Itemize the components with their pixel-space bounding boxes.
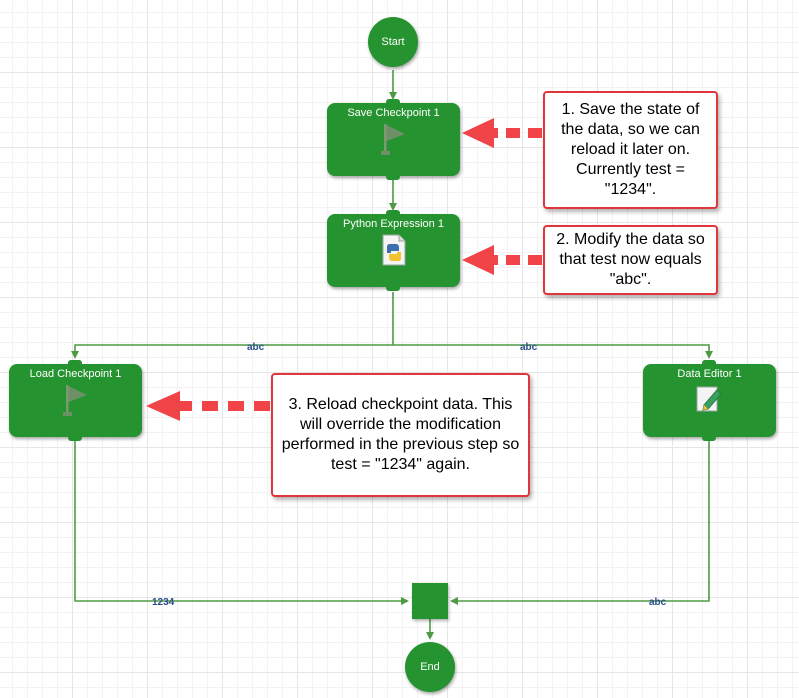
edge-python-split — [71, 292, 394, 359]
output-port[interactable] — [68, 433, 82, 441]
callout-arrow-3 — [146, 391, 270, 421]
callout-step-1-text: 1. Save the state of the data, so we can… — [561, 101, 700, 198]
edge-label-from-editor: abc — [649, 597, 667, 608]
python-expression-node[interactable]: Python Expression 1 — [327, 210, 460, 291]
edge-label-to-load: abc — [247, 342, 265, 353]
load-checkpoint-title: Load Checkpoint 1 — [29, 368, 122, 380]
save-checkpoint-title: Save Checkpoint 1 — [347, 107, 440, 119]
callout-arrow-1 — [462, 118, 542, 148]
edge-label-from-load: 1234 — [152, 597, 175, 608]
callout-step-2: 2. Modify the data so that test now equa… — [543, 225, 718, 295]
data-editor-title: Data Editor 1 — [677, 368, 742, 380]
output-port[interactable] — [386, 172, 400, 180]
input-port[interactable] — [386, 99, 400, 107]
python-expression-title: Python Expression 1 — [343, 218, 444, 230]
callout-step-3-text: 3. Reload checkpoint data. This will ove… — [281, 396, 520, 473]
input-port[interactable] — [68, 360, 82, 368]
pencil-edit-icon — [696, 386, 722, 412]
input-port[interactable] — [386, 210, 400, 218]
end-label: End — [420, 661, 440, 673]
start-label: Start — [381, 36, 405, 48]
callout-step-3: 3. Reload checkpoint data. This will ove… — [271, 373, 530, 497]
edge-load-to-join — [74, 440, 409, 605]
output-port[interactable] — [702, 433, 716, 441]
start-node[interactable]: Start — [368, 17, 418, 67]
output-port[interactable] — [386, 283, 400, 291]
edge-editor-to-join — [450, 440, 710, 605]
python-script-icon — [382, 234, 406, 266]
edge-python-to-editor — [393, 344, 713, 359]
load-checkpoint-node[interactable]: Load Checkpoint 1 — [9, 360, 142, 441]
flag-icon — [63, 385, 87, 416]
end-node[interactable]: End — [405, 642, 455, 692]
data-editor-node[interactable]: Data Editor 1 — [643, 360, 776, 441]
join-node[interactable] — [412, 583, 448, 619]
callout-step-2-text: 2. Modify the data so that test now equa… — [556, 231, 705, 288]
callout-step-1: 1. Save the state of the data, so we can… — [543, 91, 718, 209]
edge-label-to-editor: abc — [520, 342, 538, 353]
callout-arrow-2 — [462, 245, 542, 275]
input-port[interactable] — [702, 360, 716, 368]
flag-icon — [381, 124, 405, 155]
save-checkpoint-node[interactable]: Save Checkpoint 1 — [327, 99, 460, 180]
